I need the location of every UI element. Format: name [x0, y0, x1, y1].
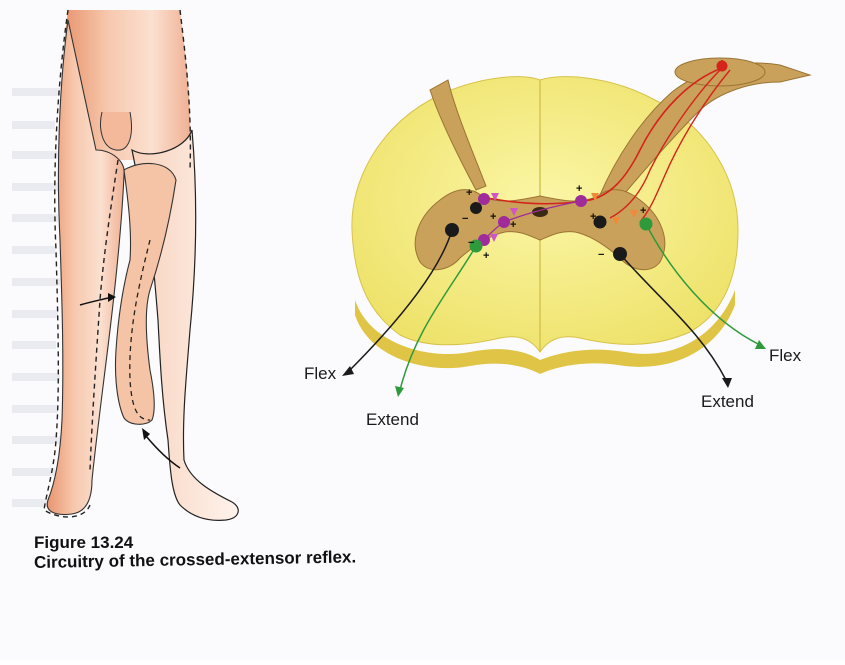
sign-plus: + [510, 219, 516, 231]
synapse-triangle-3 [490, 234, 498, 242]
left-flexor-motor-neuron-2 [470, 202, 482, 214]
sign-plus: + [466, 187, 472, 199]
left-flex-axon [347, 229, 453, 373]
sensory-neuron-branch-a [609, 67, 723, 219]
left-leg [46, 19, 125, 516]
movement-arrow-thigh [79, 297, 109, 306]
groin-detail [100, 111, 132, 151]
interneuron-left-top [478, 193, 490, 205]
left-extend-arrowhead [395, 386, 404, 397]
right-extend-axon [619, 253, 727, 381]
movement-arrow-foot [145, 435, 181, 469]
right-flex-arrowhead [755, 340, 766, 349]
label-right-extend: Extend [701, 392, 754, 411]
movement-arrowhead-thigh [108, 293, 116, 302]
sensory-neuron-branch-b [639, 69, 731, 223]
sign-plus: + [490, 211, 496, 223]
sign-minus: − [598, 249, 604, 261]
dashed-outline-right [179, 9, 192, 171]
synapse-triangle-2 [510, 208, 518, 216]
dashed-outline-left [43, 9, 91, 518]
sign-plus: + [483, 250, 489, 262]
figure-number: Figure 13.24 [34, 533, 134, 552]
interneuron-link [483, 221, 505, 241]
synapse-triangle-5 [612, 217, 620, 225]
sign-minus: − [462, 213, 468, 225]
interneuron-link-2 [503, 200, 582, 223]
dashed-outline-bent [129, 239, 151, 421]
synapse-triangle-4 [591, 193, 599, 201]
right-flexor-motor-neuron [593, 215, 607, 229]
sensory-cell-body [716, 60, 728, 72]
synapse-triangle-6 [630, 210, 638, 218]
bent-leg [114, 162, 177, 425]
label-right-flex: Flex [769, 346, 802, 365]
label-left-extend: Extend [366, 410, 419, 429]
dorsal-root-ganglion [674, 57, 766, 87]
right-flex-axon [645, 223, 761, 346]
left-extend-axon [399, 245, 477, 391]
sign-plus: + [576, 183, 582, 195]
movement-arrowhead-foot [142, 428, 150, 440]
hip-region [63, 10, 191, 160]
sign-plus: + [590, 211, 596, 223]
left-dorsal-root [429, 79, 487, 191]
synapse-triangle-1 [491, 193, 499, 201]
left-flex-arrowhead [342, 366, 354, 376]
right-extend-arrowhead [722, 378, 732, 388]
sign-minus: − [468, 237, 474, 249]
sign-plus: + [640, 205, 646, 217]
label-left-flex: Flex [304, 364, 337, 383]
sensory-neuron-axon [479, 67, 723, 205]
